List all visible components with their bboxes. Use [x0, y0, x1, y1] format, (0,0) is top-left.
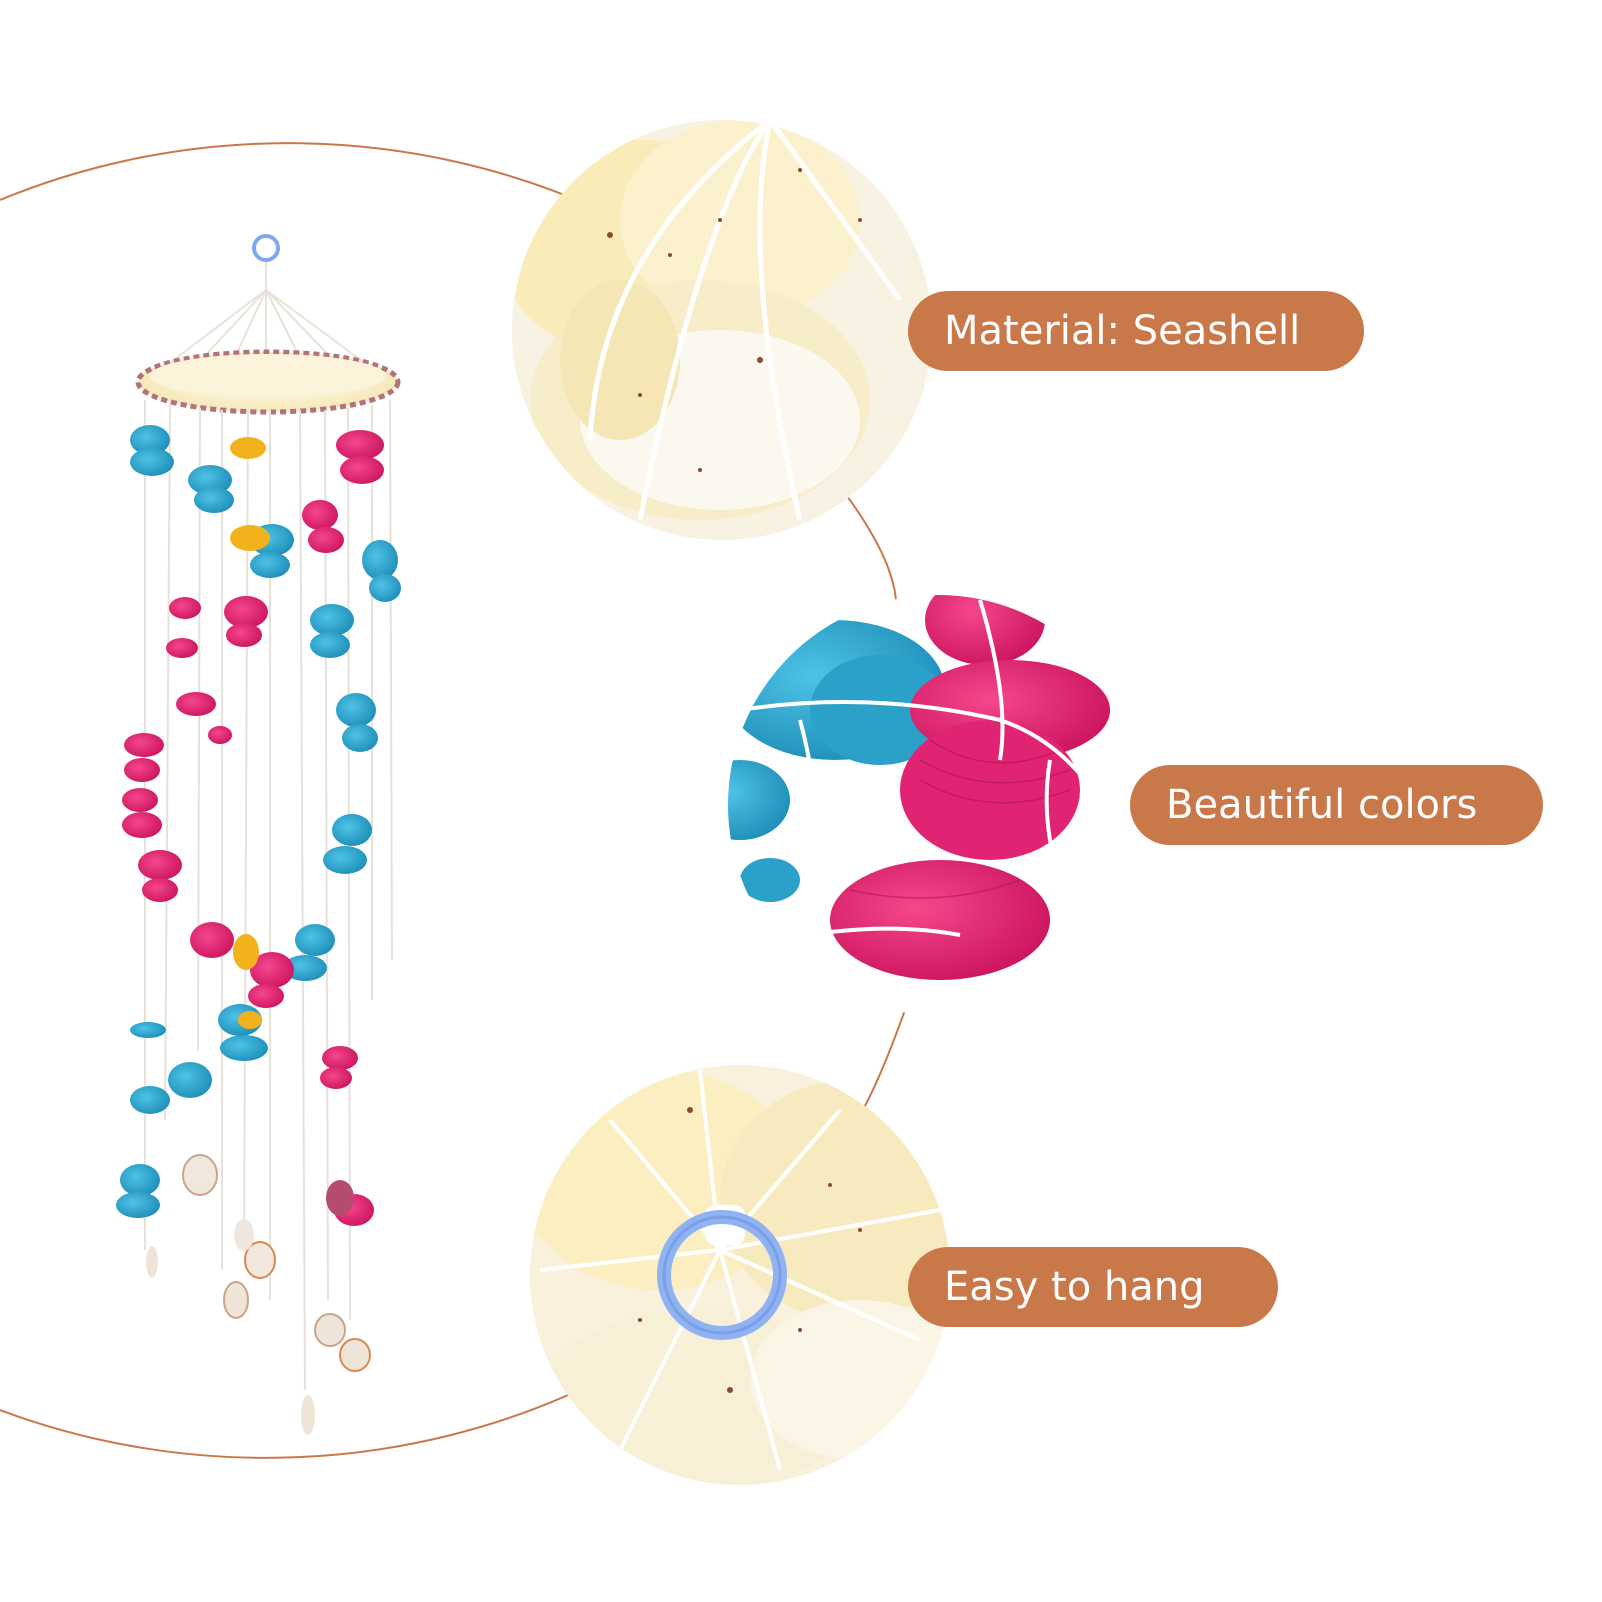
feature-label-material: Material: Seashell: [908, 291, 1364, 371]
feature-label-hang: Easy to hang: [908, 1247, 1278, 1327]
arc-bottom: [0, 1384, 591, 1459]
arc-connector-2: [859, 1009, 906, 1116]
colored-shells-closeup: [728, 595, 1148, 1015]
feature-label-colors: Beautiful colors: [1130, 765, 1543, 845]
arc-top: [0, 142, 601, 211]
wind-chime-image: [116, 234, 401, 1435]
seashell-closeup: [512, 120, 932, 540]
feature-label-hang-text: Easy to hang: [944, 1264, 1205, 1310]
arc-connector-1: [834, 479, 898, 621]
feature-label-material-text: Material: Seashell: [944, 308, 1301, 354]
feature-label-colors-text: Beautiful colors: [1166, 782, 1478, 828]
